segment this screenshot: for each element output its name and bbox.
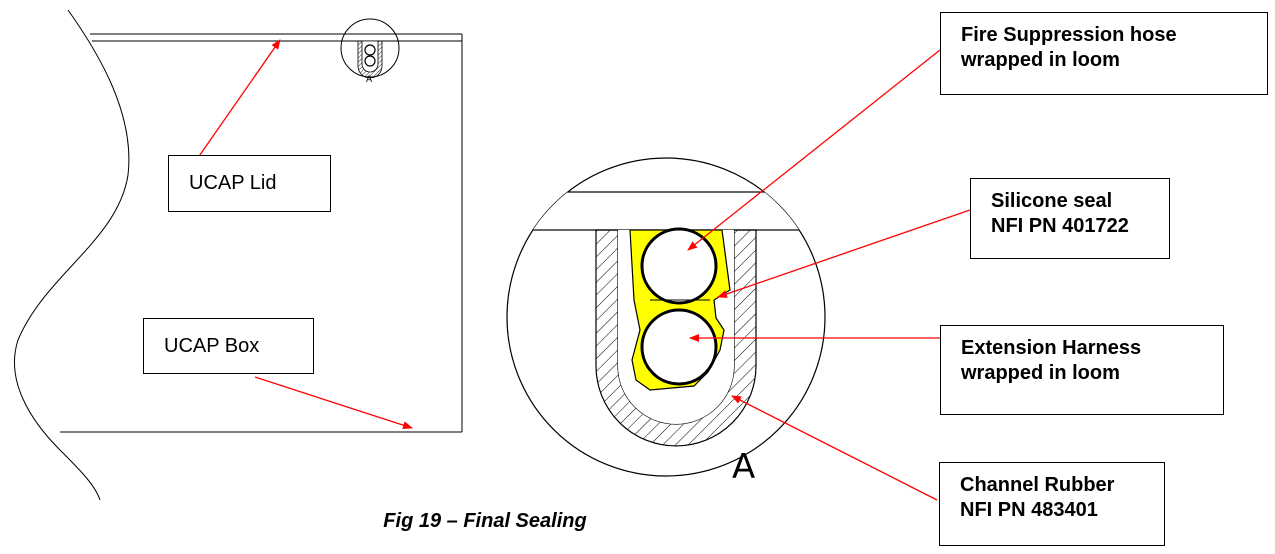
callout-fire-hose: Fire Suppression hose wrapped in loom <box>940 12 1268 95</box>
callout-ucap-lid: UCAP Lid <box>168 155 331 212</box>
extension-harness <box>640 308 718 386</box>
ucap-overview <box>14 9 463 501</box>
callout-ucap-box: UCAP Box <box>143 318 314 374</box>
callout-ucap-box-text: UCAP Box <box>164 334 260 357</box>
detail-view-label: A <box>732 447 756 487</box>
detail-a-view <box>506 157 826 477</box>
callout-fire-hose-line1: Fire Suppression hose <box>961 24 1177 46</box>
callout-channel-rubber: Channel Rubber NFI PN 483401 <box>939 462 1165 546</box>
callout-silicone-seal-line2: NFI PN 401722 <box>991 215 1129 237</box>
callout-extension-harness: Extension Harness wrapped in loom <box>940 325 1224 415</box>
callout-extension-harness-line1: Extension Harness <box>961 337 1142 359</box>
break-line <box>14 9 130 501</box>
callout-ucap-lid-text: UCAP Lid <box>189 172 277 194</box>
arrow-ucap-box <box>254 376 413 430</box>
fire-suppression-hose <box>640 227 718 305</box>
callout-channel-rubber-line2: NFI PN 483401 <box>960 499 1098 521</box>
detail-marker-small <box>340 18 400 79</box>
callout-fire-hose-line2: wrapped in loom <box>961 49 1120 71</box>
leader-arrows <box>194 39 971 501</box>
callout-extension-harness-line2: wrapped in loom <box>961 362 1120 384</box>
callout-channel-rubber-line1: Channel Rubber <box>960 474 1115 496</box>
figure-caption: Fig 19 – Final Sealing <box>383 510 587 532</box>
callout-silicone-seal-line1: Silicone seal <box>991 190 1113 212</box>
arrow-silicone-seal <box>717 209 971 298</box>
arrow-ucap-lid <box>194 39 281 163</box>
callout-silicone-seal: Silicone seal NFI PN 401722 <box>970 178 1170 259</box>
lid-section <box>507 191 825 231</box>
arrow-fire-hose <box>687 49 941 251</box>
arrow-channel-rubber <box>731 395 938 501</box>
detail-marker-label-small: A <box>366 75 373 85</box>
